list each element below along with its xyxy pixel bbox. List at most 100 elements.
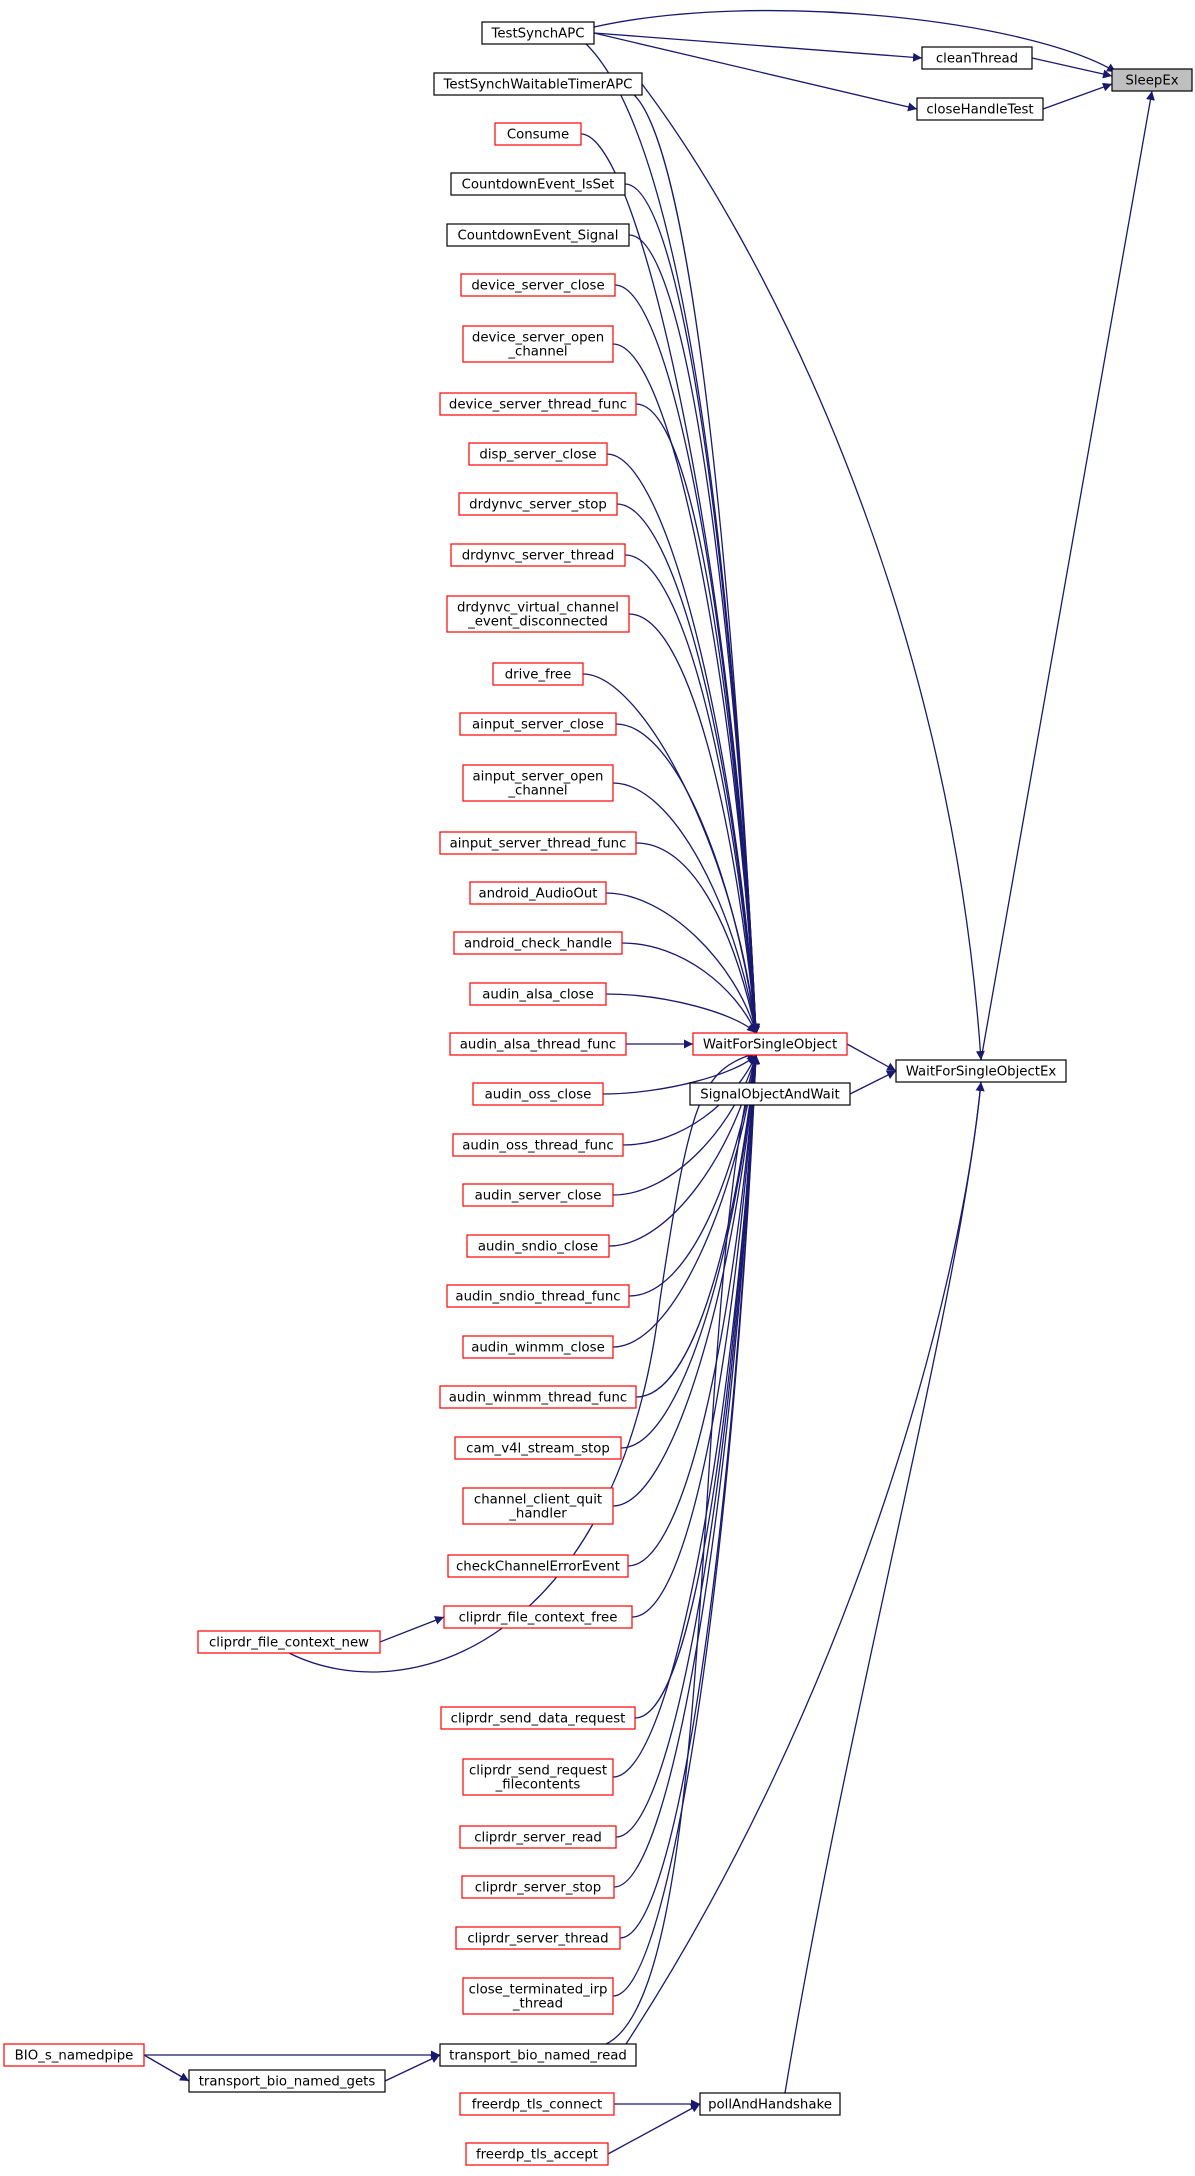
node-transport-bio-named-read[interactable]: transport_bio_named_read bbox=[439, 2043, 637, 2067]
node-device-server-thread-func[interactable]: device_server_thread_func bbox=[439, 392, 637, 416]
node-box[interactable] bbox=[1111, 68, 1193, 92]
node-box[interactable] bbox=[460, 273, 616, 297]
node-android-check-handle[interactable]: android_check_handle bbox=[453, 931, 623, 955]
node-box[interactable] bbox=[465, 2142, 609, 2166]
node-SignalObjectAndWait[interactable]: SignalObjectAndWait bbox=[689, 1082, 851, 1106]
node-box[interactable] bbox=[446, 595, 630, 633]
node-box[interactable] bbox=[492, 662, 584, 686]
node-box[interactable] bbox=[3, 2043, 145, 2067]
node-box[interactable] bbox=[462, 764, 614, 802]
node-box[interactable] bbox=[458, 492, 618, 516]
node-cliprdr-server-thread[interactable]: cliprdr_server_thread bbox=[455, 1926, 621, 1950]
node-audin-winmm-close[interactable]: audin_winmm_close bbox=[462, 1335, 614, 1359]
node-box[interactable] bbox=[921, 46, 1033, 70]
node-box[interactable] bbox=[447, 1554, 629, 1578]
node-audin-alsa-thread-func[interactable]: audin_alsa_thread_func bbox=[449, 1032, 627, 1056]
node-device-server-close[interactable]: device_server_close bbox=[460, 273, 616, 297]
node-box[interactable] bbox=[462, 1335, 614, 1359]
node-box[interactable] bbox=[462, 325, 614, 363]
node-channel-client-quit-handler[interactable]: channel_client_quit_handler bbox=[462, 1487, 614, 1525]
node-box[interactable] bbox=[469, 982, 607, 1006]
node-BIO-s-namedpipe[interactable]: BIO_s_namedpipe bbox=[3, 2043, 145, 2067]
node-audin-server-close[interactable]: audin_server_close bbox=[462, 1183, 614, 1207]
node-CountdownEvent-Signal[interactable]: CountdownEvent_Signal bbox=[446, 223, 630, 247]
node-cliprdr-send-data-request[interactable]: cliprdr_send_data_request bbox=[440, 1706, 636, 1730]
node-audin-winmm-thread-func[interactable]: audin_winmm_thread_func bbox=[439, 1385, 637, 1409]
node-box[interactable] bbox=[481, 21, 595, 45]
node-drdynvc-server-thread[interactable]: drdynvc_server_thread bbox=[450, 543, 626, 567]
node-audin-sndio-thread-func[interactable]: audin_sndio_thread_func bbox=[446, 1284, 630, 1308]
node-drdynvc-server-stop[interactable]: drdynvc_server_stop bbox=[458, 492, 618, 516]
node-box[interactable] bbox=[461, 1875, 615, 1899]
node-freerdp-tls-connect[interactable]: freerdp_tls_connect bbox=[459, 2092, 615, 2116]
node-TestSynchWaitableTimerAPC[interactable]: TestSynchWaitableTimerAPC bbox=[433, 72, 643, 96]
node-box[interactable] bbox=[188, 2069, 386, 2093]
node-drive-free[interactable]: drive_free bbox=[492, 662, 584, 686]
node-transport-bio-named-gets[interactable]: transport_bio_named_gets bbox=[188, 2069, 386, 2093]
node-ainput-server-open-channel[interactable]: ainput_server_open_channel bbox=[462, 764, 614, 802]
node-box[interactable] bbox=[452, 1133, 624, 1157]
node-box[interactable] bbox=[472, 1082, 604, 1106]
node-cliprdr-send-request-filecontents[interactable]: cliprdr_send_request_filecontents bbox=[462, 1758, 614, 1796]
node-box[interactable] bbox=[459, 2092, 615, 2116]
node-box[interactable] bbox=[439, 831, 637, 855]
node-box[interactable] bbox=[450, 172, 626, 196]
node-android-AudioOut[interactable]: android_AudioOut bbox=[469, 881, 607, 905]
node-box[interactable] bbox=[916, 97, 1044, 121]
node-box[interactable] bbox=[433, 72, 643, 96]
node-audin-oss-thread-func[interactable]: audin_oss_thread_func bbox=[452, 1133, 624, 1157]
node-TestSynchAPC[interactable]: TestSynchAPC bbox=[481, 21, 595, 45]
node-WaitForSingleObjectEx[interactable]: WaitForSingleObjectEx bbox=[895, 1059, 1067, 1083]
node-box[interactable] bbox=[462, 1487, 614, 1525]
node-box[interactable] bbox=[454, 1436, 622, 1460]
node-checkChannelErrorEvent[interactable]: checkChannelErrorEvent bbox=[447, 1554, 629, 1578]
node-box[interactable] bbox=[446, 223, 630, 247]
node-cliprdr-server-read[interactable]: cliprdr_server_read bbox=[459, 1825, 617, 1849]
node-cliprdr-file-context-free[interactable]: cliprdr_file_context_free bbox=[443, 1605, 633, 1629]
node-closeHandleTest[interactable]: closeHandleTest bbox=[916, 97, 1044, 121]
node-cliprdr-server-stop[interactable]: cliprdr_server_stop bbox=[461, 1875, 615, 1899]
node-ainput-server-close[interactable]: ainput_server_close bbox=[459, 712, 617, 736]
node-box[interactable] bbox=[895, 1059, 1067, 1083]
node-box[interactable] bbox=[462, 1758, 614, 1796]
node-cleanThread[interactable]: cleanThread bbox=[921, 46, 1033, 70]
node-freerdp-tls-accept[interactable]: freerdp_tls_accept bbox=[465, 2142, 609, 2166]
node-box[interactable] bbox=[699, 2092, 841, 2116]
node-ainput-server-thread-func[interactable]: ainput_server_thread_func bbox=[439, 831, 637, 855]
node-audin-sndio-close[interactable]: audin_sndio_close bbox=[466, 1234, 610, 1258]
node-audin-oss-close[interactable]: audin_oss_close bbox=[472, 1082, 604, 1106]
node-close-terminated-irp-thread[interactable]: close_terminated_irp_thread bbox=[462, 1977, 614, 2015]
node-box[interactable] bbox=[446, 1284, 630, 1308]
node-box[interactable] bbox=[439, 392, 637, 416]
node-CountdownEvent-IsSet[interactable]: CountdownEvent_IsSet bbox=[450, 172, 626, 196]
node-box[interactable] bbox=[443, 1605, 633, 1629]
node-box[interactable] bbox=[494, 122, 582, 146]
node-box[interactable] bbox=[459, 1825, 617, 1849]
node-disp-server-close[interactable]: disp_server_close bbox=[468, 442, 608, 466]
node-cliprdr-file-context-new[interactable]: cliprdr_file_context_new bbox=[197, 1630, 381, 1654]
node-box[interactable] bbox=[450, 543, 626, 567]
node-box[interactable] bbox=[439, 2043, 637, 2067]
node-box[interactable] bbox=[466, 1234, 610, 1258]
node-drdynvc-virtual-channel-event-disconnected[interactable]: drdynvc_virtual_channel_event_disconnect… bbox=[446, 595, 630, 633]
node-box[interactable] bbox=[462, 1977, 614, 2015]
node-Consume[interactable]: Consume bbox=[494, 122, 582, 146]
node-box[interactable] bbox=[689, 1082, 851, 1106]
node-box[interactable] bbox=[455, 1926, 621, 1950]
node-box[interactable] bbox=[469, 881, 607, 905]
node-box[interactable] bbox=[197, 1630, 381, 1654]
node-pollAndHandshake[interactable]: pollAndHandshake bbox=[699, 2092, 841, 2116]
node-SleepEx[interactable]: SleepEx bbox=[1111, 68, 1193, 92]
node-box[interactable] bbox=[692, 1032, 848, 1056]
node-box[interactable] bbox=[462, 1183, 614, 1207]
node-box[interactable] bbox=[468, 442, 608, 466]
node-audin-alsa-close[interactable]: audin_alsa_close bbox=[469, 982, 607, 1006]
node-box[interactable] bbox=[439, 1385, 637, 1409]
node-box[interactable] bbox=[453, 931, 623, 955]
node-device-server-open-channel[interactable]: device_server_open_channel bbox=[462, 325, 614, 363]
node-box[interactable] bbox=[440, 1706, 636, 1730]
node-cam-v4l-stream-stop[interactable]: cam_v4l_stream_stop bbox=[454, 1436, 622, 1460]
node-WaitForSingleObject[interactable]: WaitForSingleObject bbox=[692, 1032, 848, 1056]
node-box[interactable] bbox=[459, 712, 617, 736]
node-box[interactable] bbox=[449, 1032, 627, 1056]
